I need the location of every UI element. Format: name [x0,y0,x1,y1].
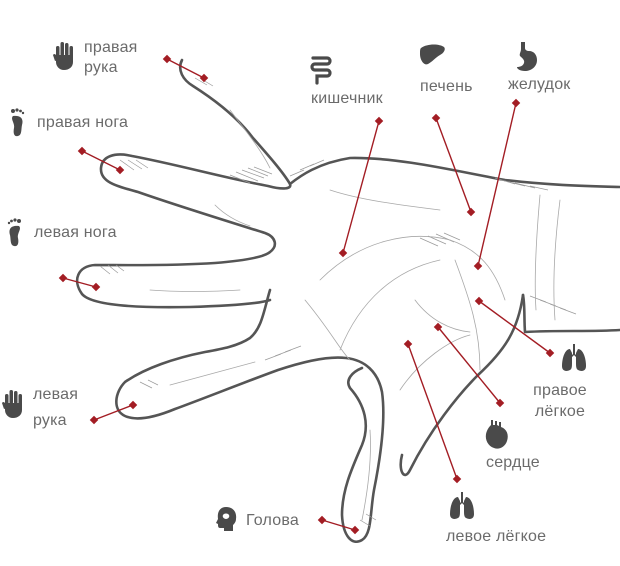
heart-icon [486,420,508,449]
hand-outline-thumb-side [116,290,383,542]
leader-lines [59,55,554,534]
lungs-icon [450,492,474,519]
label-liver: печень [420,75,473,99]
foot-icon [8,218,21,246]
leader-head [318,516,359,534]
leader-liver [432,114,475,216]
liver-icon [420,45,445,65]
label-left-lung: левое лёгкое [446,525,546,549]
stomach-icon [517,42,537,71]
lungs-icon [562,344,586,371]
leader-left-lung [404,340,461,483]
intestine-icon [312,58,330,83]
hand-outline-wrist-bottom [523,295,620,332]
leader-stomach [474,99,520,270]
leader-intestine [339,117,383,257]
label-left-hand-line2: рука [33,409,67,433]
label-heart: сердце [486,451,540,475]
leader-right-lung [475,297,554,357]
label-right-leg: правая нога [37,111,128,135]
hand-outline-lower-palm [401,295,523,475]
hand-outline [77,60,290,307]
label-intestine: кишечник [311,87,383,111]
foot-icon [11,108,24,136]
hand-icon [53,42,73,70]
head-icon [216,507,236,531]
label-right-lung-line2: лёгкое [528,400,592,424]
label-left-leg: левая нога [34,221,117,245]
hand-icon [2,390,22,418]
label-right-hand-line2: рука [84,56,118,80]
label-stomach: желудок [508,73,571,97]
label-head: Голова [246,509,299,533]
hand-outline-wrist-top [290,158,620,187]
label-left-hand-line1: левая [33,383,78,407]
leader-left-hand [90,401,137,424]
